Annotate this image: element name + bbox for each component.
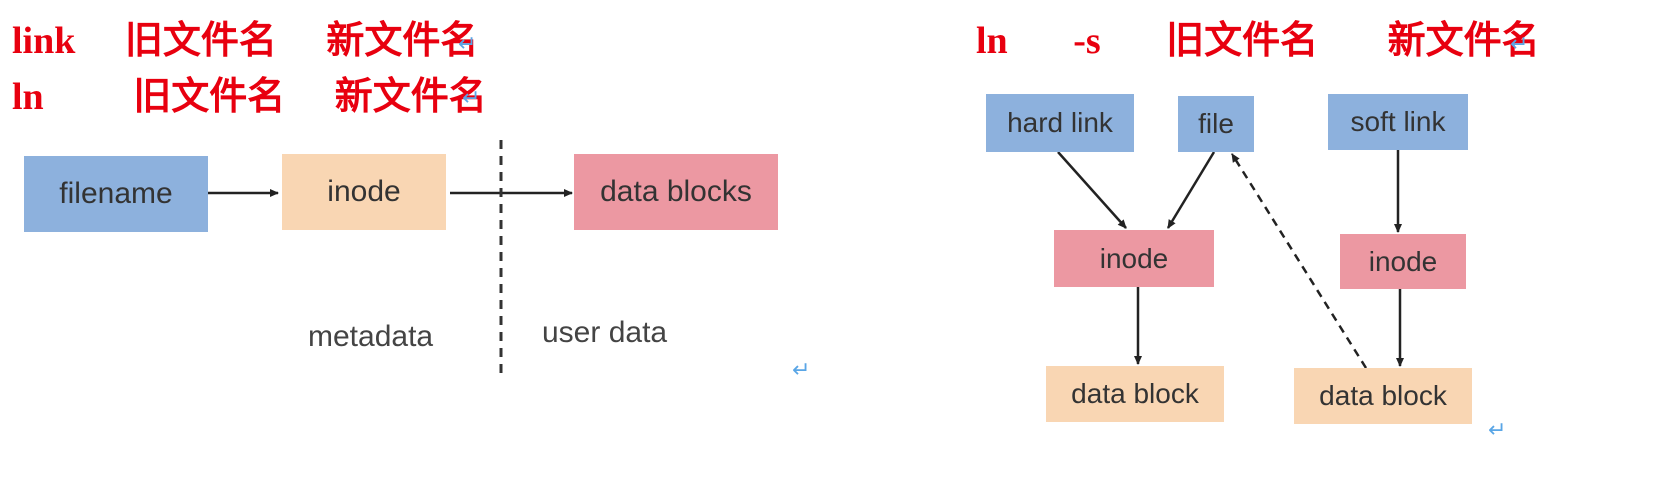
command-line-link: link 旧文件名 新文件名 [12, 22, 478, 60]
new-filename-label: 新文件名 [326, 20, 479, 62]
inode-label: inode [327, 175, 401, 208]
command-name: ln [12, 76, 44, 118]
return-mark-icon: ↵ [792, 358, 811, 383]
data-block-left-box: data block [1046, 366, 1224, 422]
filename-label: filename [59, 177, 173, 210]
data-blocks-label: data blocks [600, 175, 752, 208]
arrow-file-to-inode [1166, 151, 1216, 229]
file-label: file [1198, 108, 1234, 139]
data-block-left-label: data block [1071, 378, 1199, 409]
old-filename-label: 旧文件名 [133, 76, 286, 118]
filename-box: filename [24, 156, 208, 232]
new-filename-label: 新文件名 [1387, 20, 1540, 62]
old-filename-label: 旧文件名 [1166, 20, 1319, 62]
soft-link-box: soft link [1328, 94, 1468, 150]
metadata-label: metadata [308, 320, 434, 353]
file-box: file [1178, 96, 1254, 152]
command-name: link [12, 20, 76, 62]
dashed-arrow-datablock-to-file [1230, 153, 1368, 369]
data-blocks-box: data blocks [574, 154, 778, 230]
return-mark-icon: ↵ [462, 86, 481, 111]
return-mark-icon: ↵ [1510, 32, 1529, 57]
command-line-ln: ln 旧文件名 新文件名 [12, 78, 487, 116]
hard-link-label: hard link [1007, 107, 1113, 138]
symbolic-flag: -s [1073, 20, 1101, 62]
command-line-ln-s: ln -s 旧文件名 新文件名 [976, 22, 1540, 60]
inode-right-label: inode [1368, 245, 1438, 277]
new-filename-label: 新文件名 [334, 76, 487, 118]
inode-box: inode [282, 154, 446, 230]
old-filename-label: 旧文件名 [124, 20, 277, 62]
data-block-right-box: data block [1294, 368, 1472, 424]
return-mark-icon: ↵ [458, 32, 477, 57]
command-name: ln [976, 20, 1008, 62]
hard-link-box: hard link [986, 94, 1134, 152]
arrow-hardlink-to-inode [1057, 151, 1127, 229]
inode-left-box: inode [1054, 230, 1214, 287]
inode-right-box: inode [1340, 234, 1466, 289]
return-mark-icon: ↵ [1488, 418, 1507, 443]
data-block-right-label: data block [1319, 380, 1447, 411]
soft-link-label: soft link [1350, 106, 1446, 137]
user-data-label: user data [542, 316, 668, 349]
inode-left-label: inode [1099, 242, 1169, 274]
